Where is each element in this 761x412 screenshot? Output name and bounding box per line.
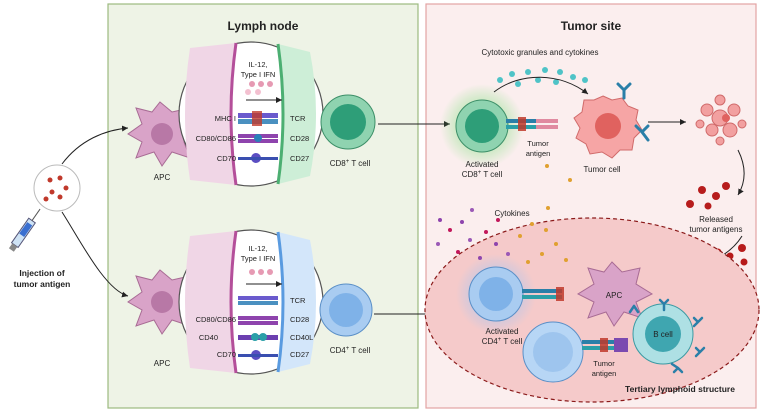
cytokines-label: Cytokines xyxy=(494,209,529,218)
tcr-mhc-complex-b xyxy=(582,338,628,352)
bottom-left-label-1: CD80/CD86 xyxy=(196,315,236,324)
synapse-top xyxy=(178,41,324,187)
cd8-t-cell xyxy=(320,94,376,150)
top-cytokine-line2: Type I IFN xyxy=(241,70,276,79)
tls-apc-label: APC xyxy=(606,291,623,300)
cd4-t-cell xyxy=(319,283,373,337)
tls-apc-cell xyxy=(576,261,654,327)
tls-label: Tertiary lymphoid structure xyxy=(625,384,735,394)
bottom-cytokine-line2: Type I IFN xyxy=(241,254,276,263)
dead-tumor-cell xyxy=(695,94,747,146)
granules-arrow xyxy=(493,76,589,95)
granules-label: Cytotoxic granules and cytokines xyxy=(482,48,599,57)
lymph-node-title: Lymph node xyxy=(228,19,299,33)
tcr-mhc-complex-top xyxy=(506,117,558,131)
cytokine-dots xyxy=(436,206,568,264)
activated-cd4-line2: CD4+ T cell xyxy=(482,337,523,346)
top-right-label-2: CD28 xyxy=(290,134,309,143)
top-left-label-2: CD80/CD86 xyxy=(196,134,236,143)
bottom-left-label-2: CD40 xyxy=(199,333,218,342)
tumor-antigen2-line1: Tumor xyxy=(593,359,615,368)
top-left-label-3: CD70 xyxy=(217,154,236,163)
bottom-right-label-4: CD27 xyxy=(290,350,309,359)
b-cell xyxy=(632,303,694,365)
b-cell-antibody-icon xyxy=(628,298,706,374)
tumor-cell xyxy=(573,95,643,159)
arrow-to-top-apc xyxy=(61,125,129,165)
orange-dots xyxy=(545,164,572,182)
tumor-antigen2-line2: antigen xyxy=(592,369,617,378)
activated-cd8-line2: CD8+ T cell xyxy=(462,170,503,179)
tcr-mhc-complex-cd4 xyxy=(522,287,564,301)
activated-cd4-line1: Activated xyxy=(486,327,519,336)
top-cytokine-line1: IL-12, xyxy=(248,60,267,69)
bottom-left-label-3: CD70 xyxy=(217,350,236,359)
activated-cd8-line1: Activated xyxy=(466,160,499,169)
tumor-antigen-line1: Tumor xyxy=(527,139,549,148)
activated-cd8-cell xyxy=(455,99,509,153)
bottom-cytokine-line1: IL-12, xyxy=(248,244,267,253)
bottom-right-label-1: TCR xyxy=(290,296,306,305)
tumor-antigen-line2: antigen xyxy=(526,149,551,158)
arrow-dead-to-antigens xyxy=(737,149,745,196)
injection-label-line2: tumor antigen xyxy=(14,279,71,289)
arrow-to-bottom-apc xyxy=(61,211,129,298)
b-cell-label: B cell xyxy=(653,330,673,339)
tumor-site-title: Tumor site xyxy=(561,19,622,33)
granules-dots xyxy=(497,67,588,87)
top-right-label-3: CD27 xyxy=(290,154,309,163)
apc-bottom-label: APC xyxy=(154,359,171,368)
top-left-label-1: MHC I xyxy=(215,114,236,123)
cd8-t-cell-label: CD8+ T cell xyxy=(330,159,371,168)
apc-top-label: APC xyxy=(154,173,171,182)
top-right-label-1: TCR xyxy=(290,114,306,123)
injection-syringe-icon xyxy=(8,164,81,252)
activated-cd4-cell xyxy=(468,266,524,322)
cd4-t-cell-label: CD4+ T cell xyxy=(330,346,371,355)
antibody-icon xyxy=(616,82,650,142)
released-line1: Released xyxy=(699,215,733,224)
bottom-right-label-2: CD28 xyxy=(290,315,309,324)
injection-label-line1: Injection of xyxy=(19,268,65,278)
synapse-bottom xyxy=(178,229,324,375)
bottom-right-label-3: CD40L xyxy=(290,333,313,342)
tumor-cell-label: Tumor cell xyxy=(583,165,620,174)
cd4-helper-cell xyxy=(522,321,584,383)
released-line2: tumor antigens xyxy=(690,225,743,234)
